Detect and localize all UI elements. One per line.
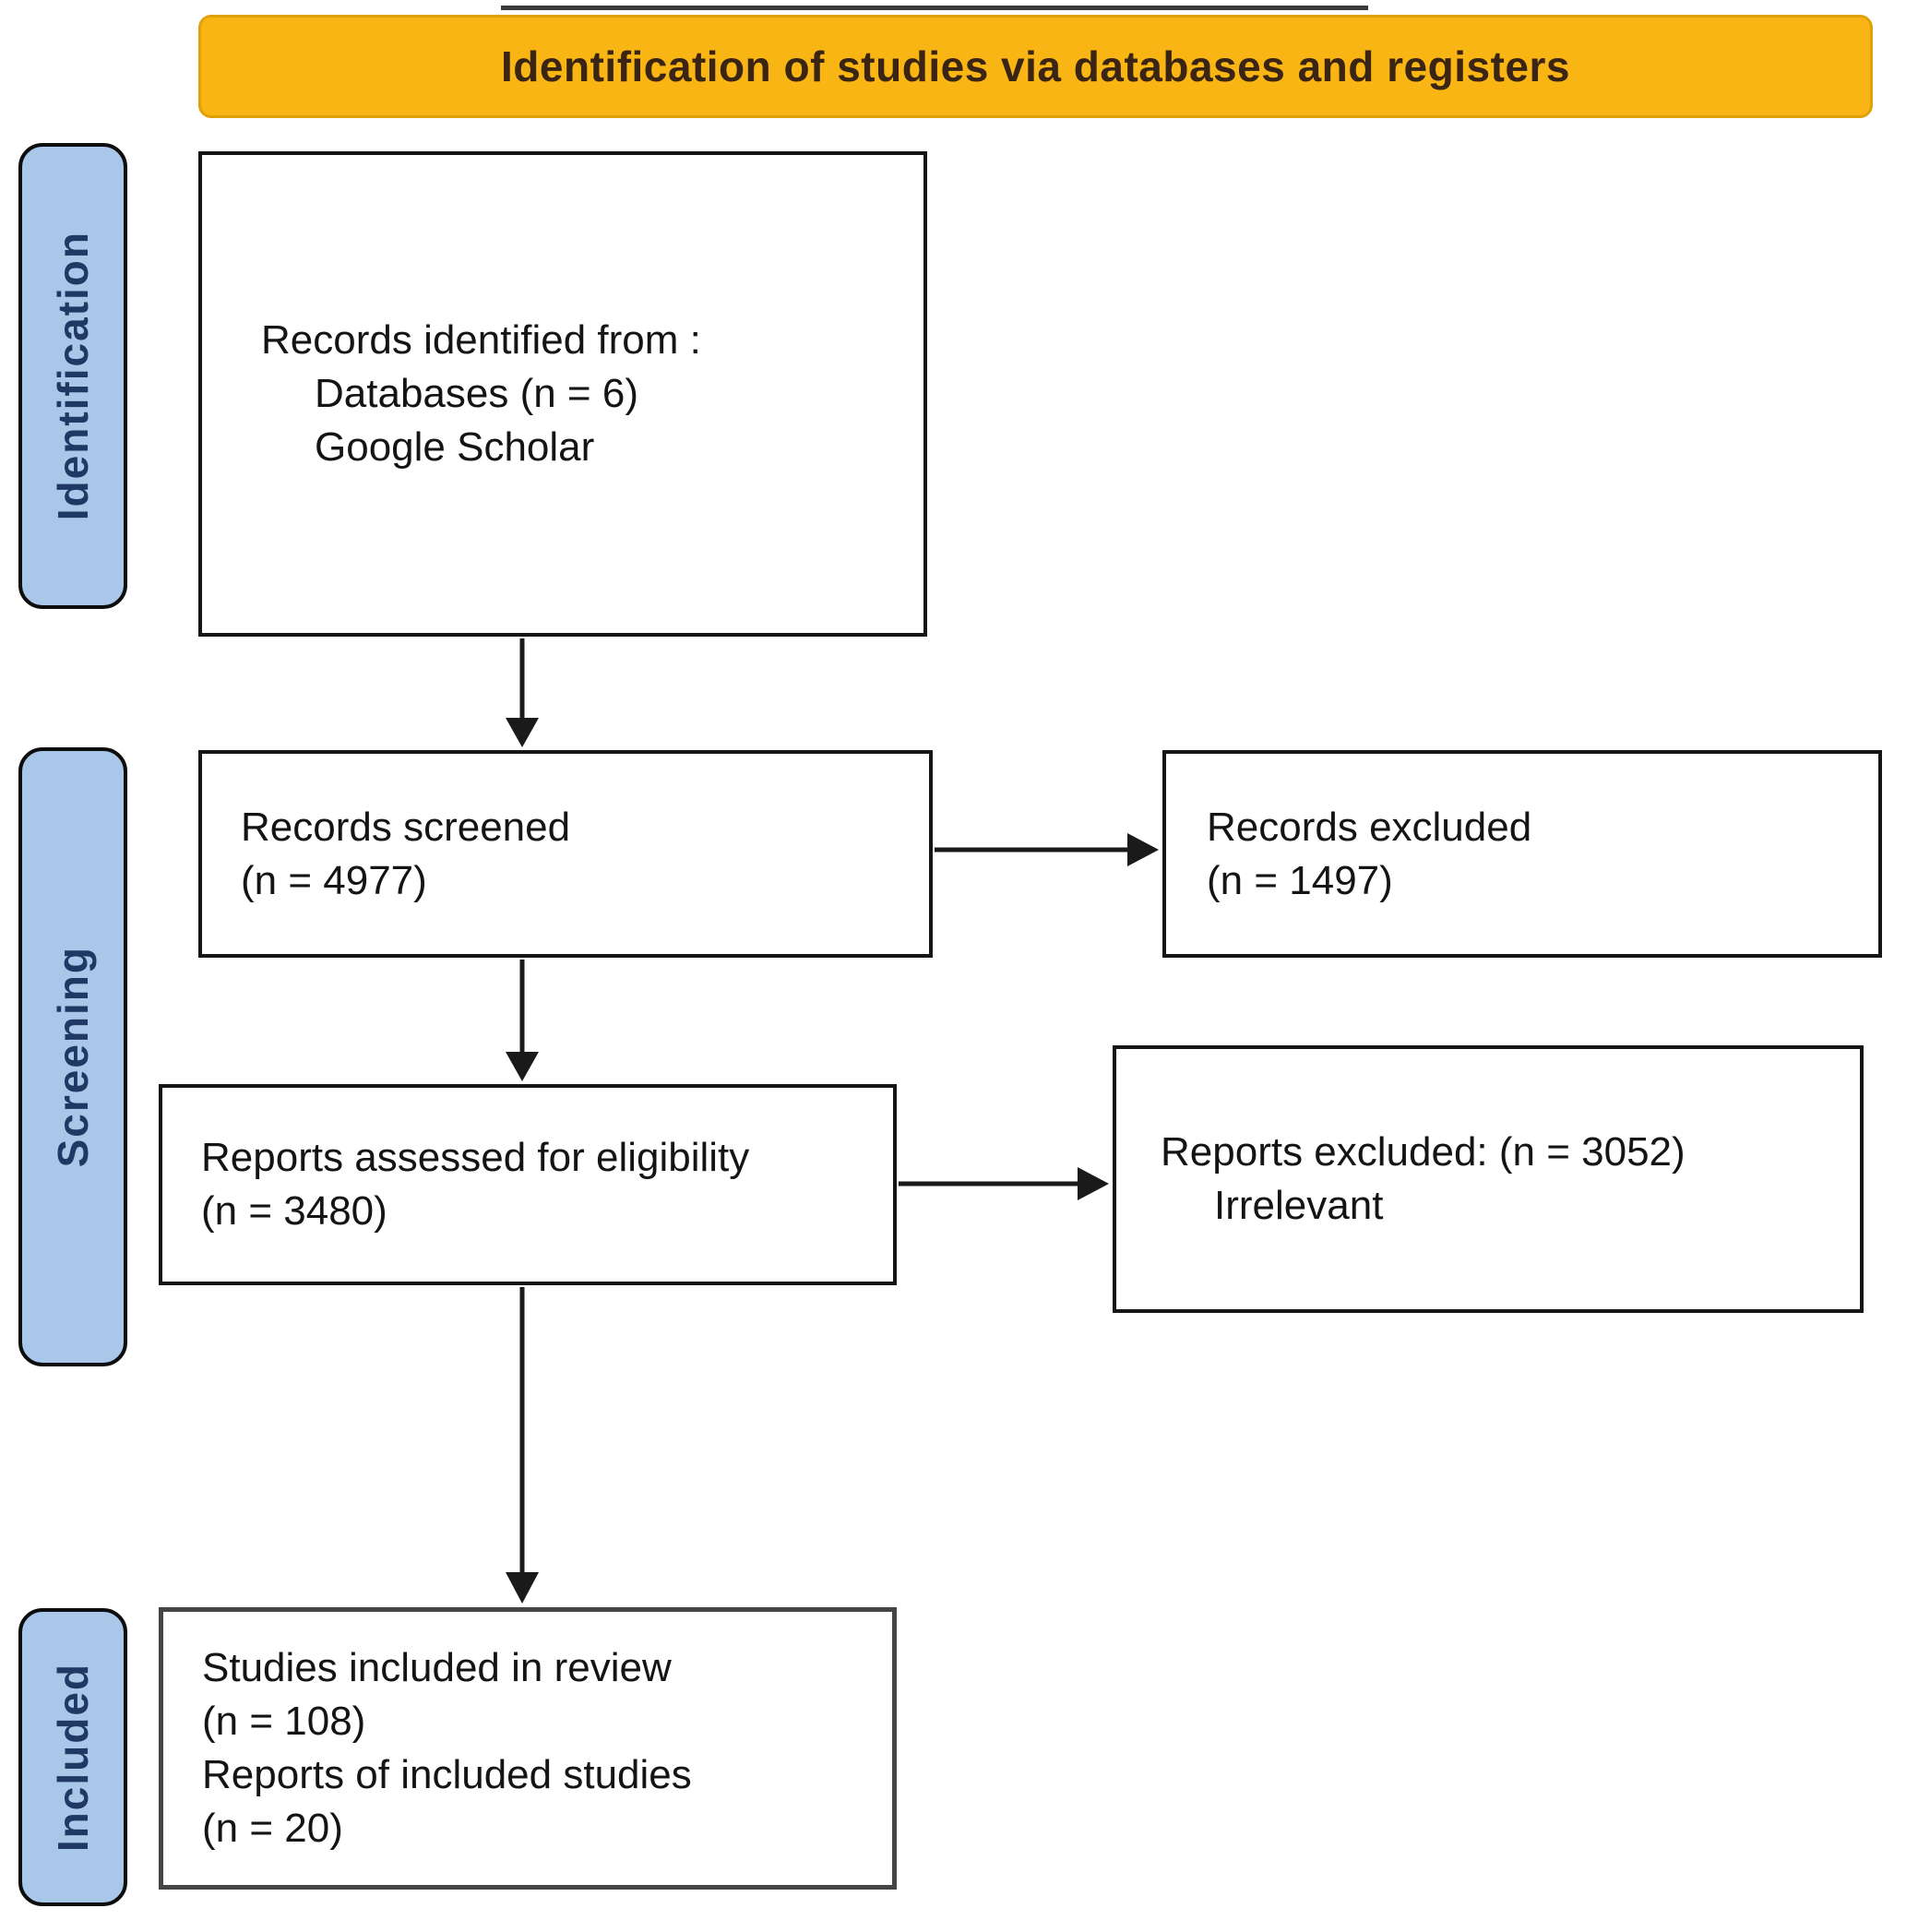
box-records-screened: Records screened (n = 4977) bbox=[198, 750, 933, 958]
arrow-screened-to-assessed-icon bbox=[506, 960, 539, 1081]
box-line: Google Scholar bbox=[315, 424, 595, 470]
stage-label-screening: Screening bbox=[18, 747, 127, 1366]
box-line: (n = 4977) bbox=[241, 857, 427, 903]
top-edge-artifact-line bbox=[501, 6, 1368, 10]
stage-label-identification-text: Identification bbox=[49, 231, 97, 521]
box-line: Records screened bbox=[241, 804, 571, 850]
arrow-screened-to-records-excluded-icon bbox=[935, 833, 1159, 866]
box-line: Reports assessed for eligibility bbox=[201, 1135, 750, 1180]
box-line: Reports of included studies bbox=[202, 1752, 692, 1797]
diagram-header-banner: Identification of studies via databases … bbox=[198, 15, 1873, 118]
box-reports-excluded: Reports excluded: (n = 3052) Irrelevant bbox=[1113, 1045, 1864, 1313]
box-records-excluded: Records excluded (n = 1497) bbox=[1162, 750, 1882, 958]
arrow-assessed-to-reports-excluded-icon bbox=[899, 1167, 1109, 1200]
box-line: Irrelevant bbox=[1214, 1183, 1384, 1228]
stage-label-identification: Identification bbox=[18, 143, 127, 609]
box-line: (n = 3480) bbox=[201, 1188, 387, 1234]
box-line: (n = 108) bbox=[202, 1699, 366, 1744]
arrow-identified-to-screened-icon bbox=[506, 638, 539, 747]
stage-label-included: Included bbox=[18, 1608, 127, 1906]
box-line: (n = 1497) bbox=[1207, 857, 1393, 903]
box-records-identified: Records identified from : Databases (n =… bbox=[198, 151, 927, 637]
stage-label-included-text: Included bbox=[49, 1662, 97, 1853]
box-line: Databases (n = 6) bbox=[315, 371, 638, 416]
box-line: (n = 20) bbox=[202, 1806, 343, 1851]
box-line: Studies included in review bbox=[202, 1645, 672, 1690]
box-line: Records identified from : bbox=[261, 317, 701, 363]
box-studies-included: Studies included in review (n = 108) Rep… bbox=[159, 1607, 897, 1890]
stage-label-screening-text: Screening bbox=[49, 946, 97, 1168]
box-reports-assessed: Reports assessed for eligibility (n = 34… bbox=[159, 1084, 897, 1285]
diagram-title: Identification of studies via databases … bbox=[501, 42, 1570, 90]
box-line: Records excluded bbox=[1207, 804, 1532, 850]
box-line: Reports excluded: (n = 3052) bbox=[1161, 1129, 1686, 1175]
arrow-assessed-to-included-icon bbox=[506, 1287, 539, 1604]
